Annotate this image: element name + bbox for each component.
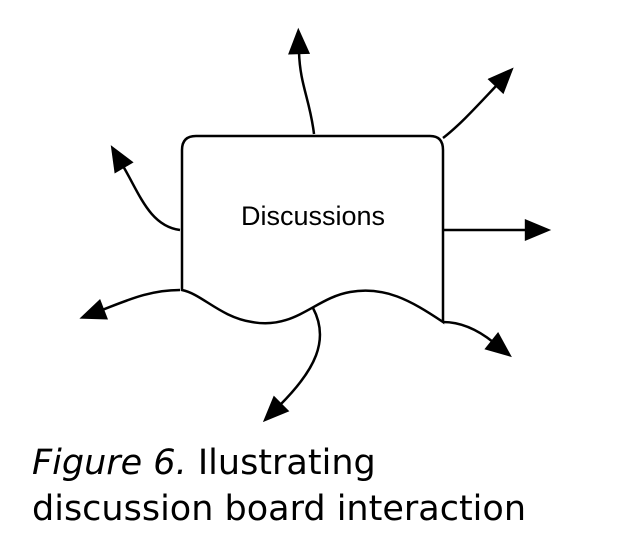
- figure-caption: Figure 6. Ilustrating discussion board i…: [32, 440, 526, 532]
- figure-label: Figure 6.: [32, 443, 187, 483]
- arrow-left-lower: [79, 288, 181, 320]
- caption-line1: Ilustrating: [197, 443, 376, 483]
- arrow-left-upper: [110, 145, 181, 232]
- arrow-bottom: [262, 307, 322, 423]
- arrow-top: [288, 27, 316, 135]
- discussions-document-shape: [180, 134, 445, 325]
- arrow-top-right: [442, 67, 514, 139]
- arrow-bottom-right: [442, 320, 512, 358]
- caption-line2: discussion board interaction: [32, 489, 526, 529]
- node-label: Discussions: [241, 201, 385, 231]
